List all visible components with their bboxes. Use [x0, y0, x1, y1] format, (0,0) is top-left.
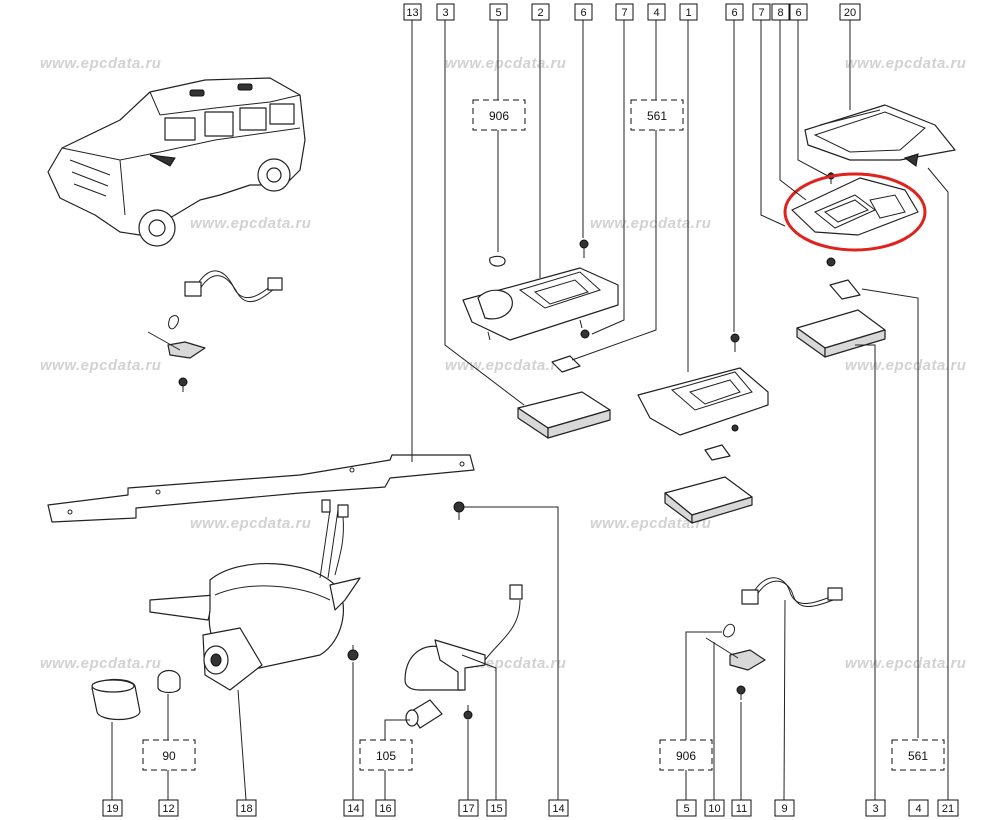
callout-12: 12	[162, 803, 174, 815]
count-906-bottom: 906	[676, 749, 696, 763]
callout-14: 14	[347, 803, 359, 815]
lens-right	[796, 309, 886, 358]
highlight-ring	[783, 172, 927, 252]
count-105: 105	[376, 749, 396, 763]
callout-6: 6	[731, 7, 737, 19]
cargo-lamp-assembly	[149, 499, 361, 691]
mounting-bracket-bar	[47, 454, 475, 523]
leader-lines	[111, 20, 949, 801]
callout-11: 11	[736, 803, 747, 815]
lens-lower	[664, 476, 753, 524]
count-90: 90	[162, 749, 176, 763]
wiring-connector-lower-right	[705, 577, 843, 700]
count-906-top: 906	[489, 109, 509, 123]
callout-1: 1	[685, 7, 691, 19]
callout-14: 14	[552, 803, 564, 815]
watermark: www.epcdata.ru	[590, 215, 711, 232]
callout-6: 6	[580, 7, 586, 19]
vehicle-illustration	[47, 77, 306, 247]
callout-5: 5	[495, 7, 501, 19]
callout-18: 18	[240, 803, 252, 815]
callout-4: 4	[653, 7, 659, 19]
callout-8: 8	[777, 7, 783, 19]
watermark: www.epcdata.ru	[40, 55, 161, 72]
callout-19: 19	[106, 803, 118, 815]
callout-5: 5	[683, 803, 689, 815]
callout-6: 6	[795, 7, 801, 19]
watermark: www.epcdata.ru	[445, 357, 566, 374]
callout-2: 2	[537, 7, 543, 19]
callout-4: 4	[915, 803, 921, 815]
wiring-connector-upper-left	[147, 270, 283, 392]
callout-3: 3	[872, 803, 878, 815]
count-561-bottom: 561	[908, 749, 928, 763]
count-boxes: 906 561 90 105 906 561	[142, 99, 945, 771]
bulb-12	[157, 669, 181, 694]
lens-round	[91, 678, 141, 721]
count-561-top: 561	[647, 109, 667, 123]
dome-lamp-housing-right	[637, 333, 769, 436]
callout-10: 10	[708, 803, 720, 815]
watermark: www.epcdata.ru	[40, 357, 161, 374]
watermark: www.epcdata.ru	[590, 515, 711, 532]
watermark: www.epcdata.ru	[445, 55, 566, 72]
reading-lamp	[404, 584, 523, 691]
callout-20: 20	[844, 7, 856, 19]
screw-upper	[453, 501, 465, 520]
callout-7: 7	[758, 7, 764, 19]
callouts-top: 13 3 5 2 6 7 4 1 6 7 8 6 20	[403, 3, 861, 21]
screw-lower	[347, 645, 359, 661]
lens-center-left	[517, 391, 611, 439]
callouts-bottom: 19 12 18 14 16 17 15 14 5 10 11 9 3 4 21	[102, 799, 959, 817]
overhead-console-bezel	[791, 172, 919, 267]
callout-3: 3	[442, 7, 448, 19]
bulb-16	[405, 699, 443, 729]
screw-17	[463, 705, 473, 720]
callout-16: 16	[379, 803, 391, 815]
callout-17: 17	[462, 803, 474, 815]
overhead-console-cover	[804, 104, 956, 167]
callout-9: 9	[781, 803, 787, 815]
callout-7: 7	[621, 7, 627, 19]
bulb-right-center	[704, 444, 731, 461]
watermark: www.epcdata.ru	[40, 655, 161, 672]
bulb-right	[829, 279, 861, 300]
dome-lamp-housing-center	[462, 239, 619, 341]
watermark: www.epcdata.ru	[845, 55, 966, 72]
callout-15: 15	[490, 803, 502, 815]
callout-21: 21	[942, 803, 954, 815]
callout-13: 13	[406, 7, 418, 19]
watermark: www.epcdata.ru	[190, 215, 311, 232]
watermark: www.epcdata.ru	[190, 515, 311, 532]
